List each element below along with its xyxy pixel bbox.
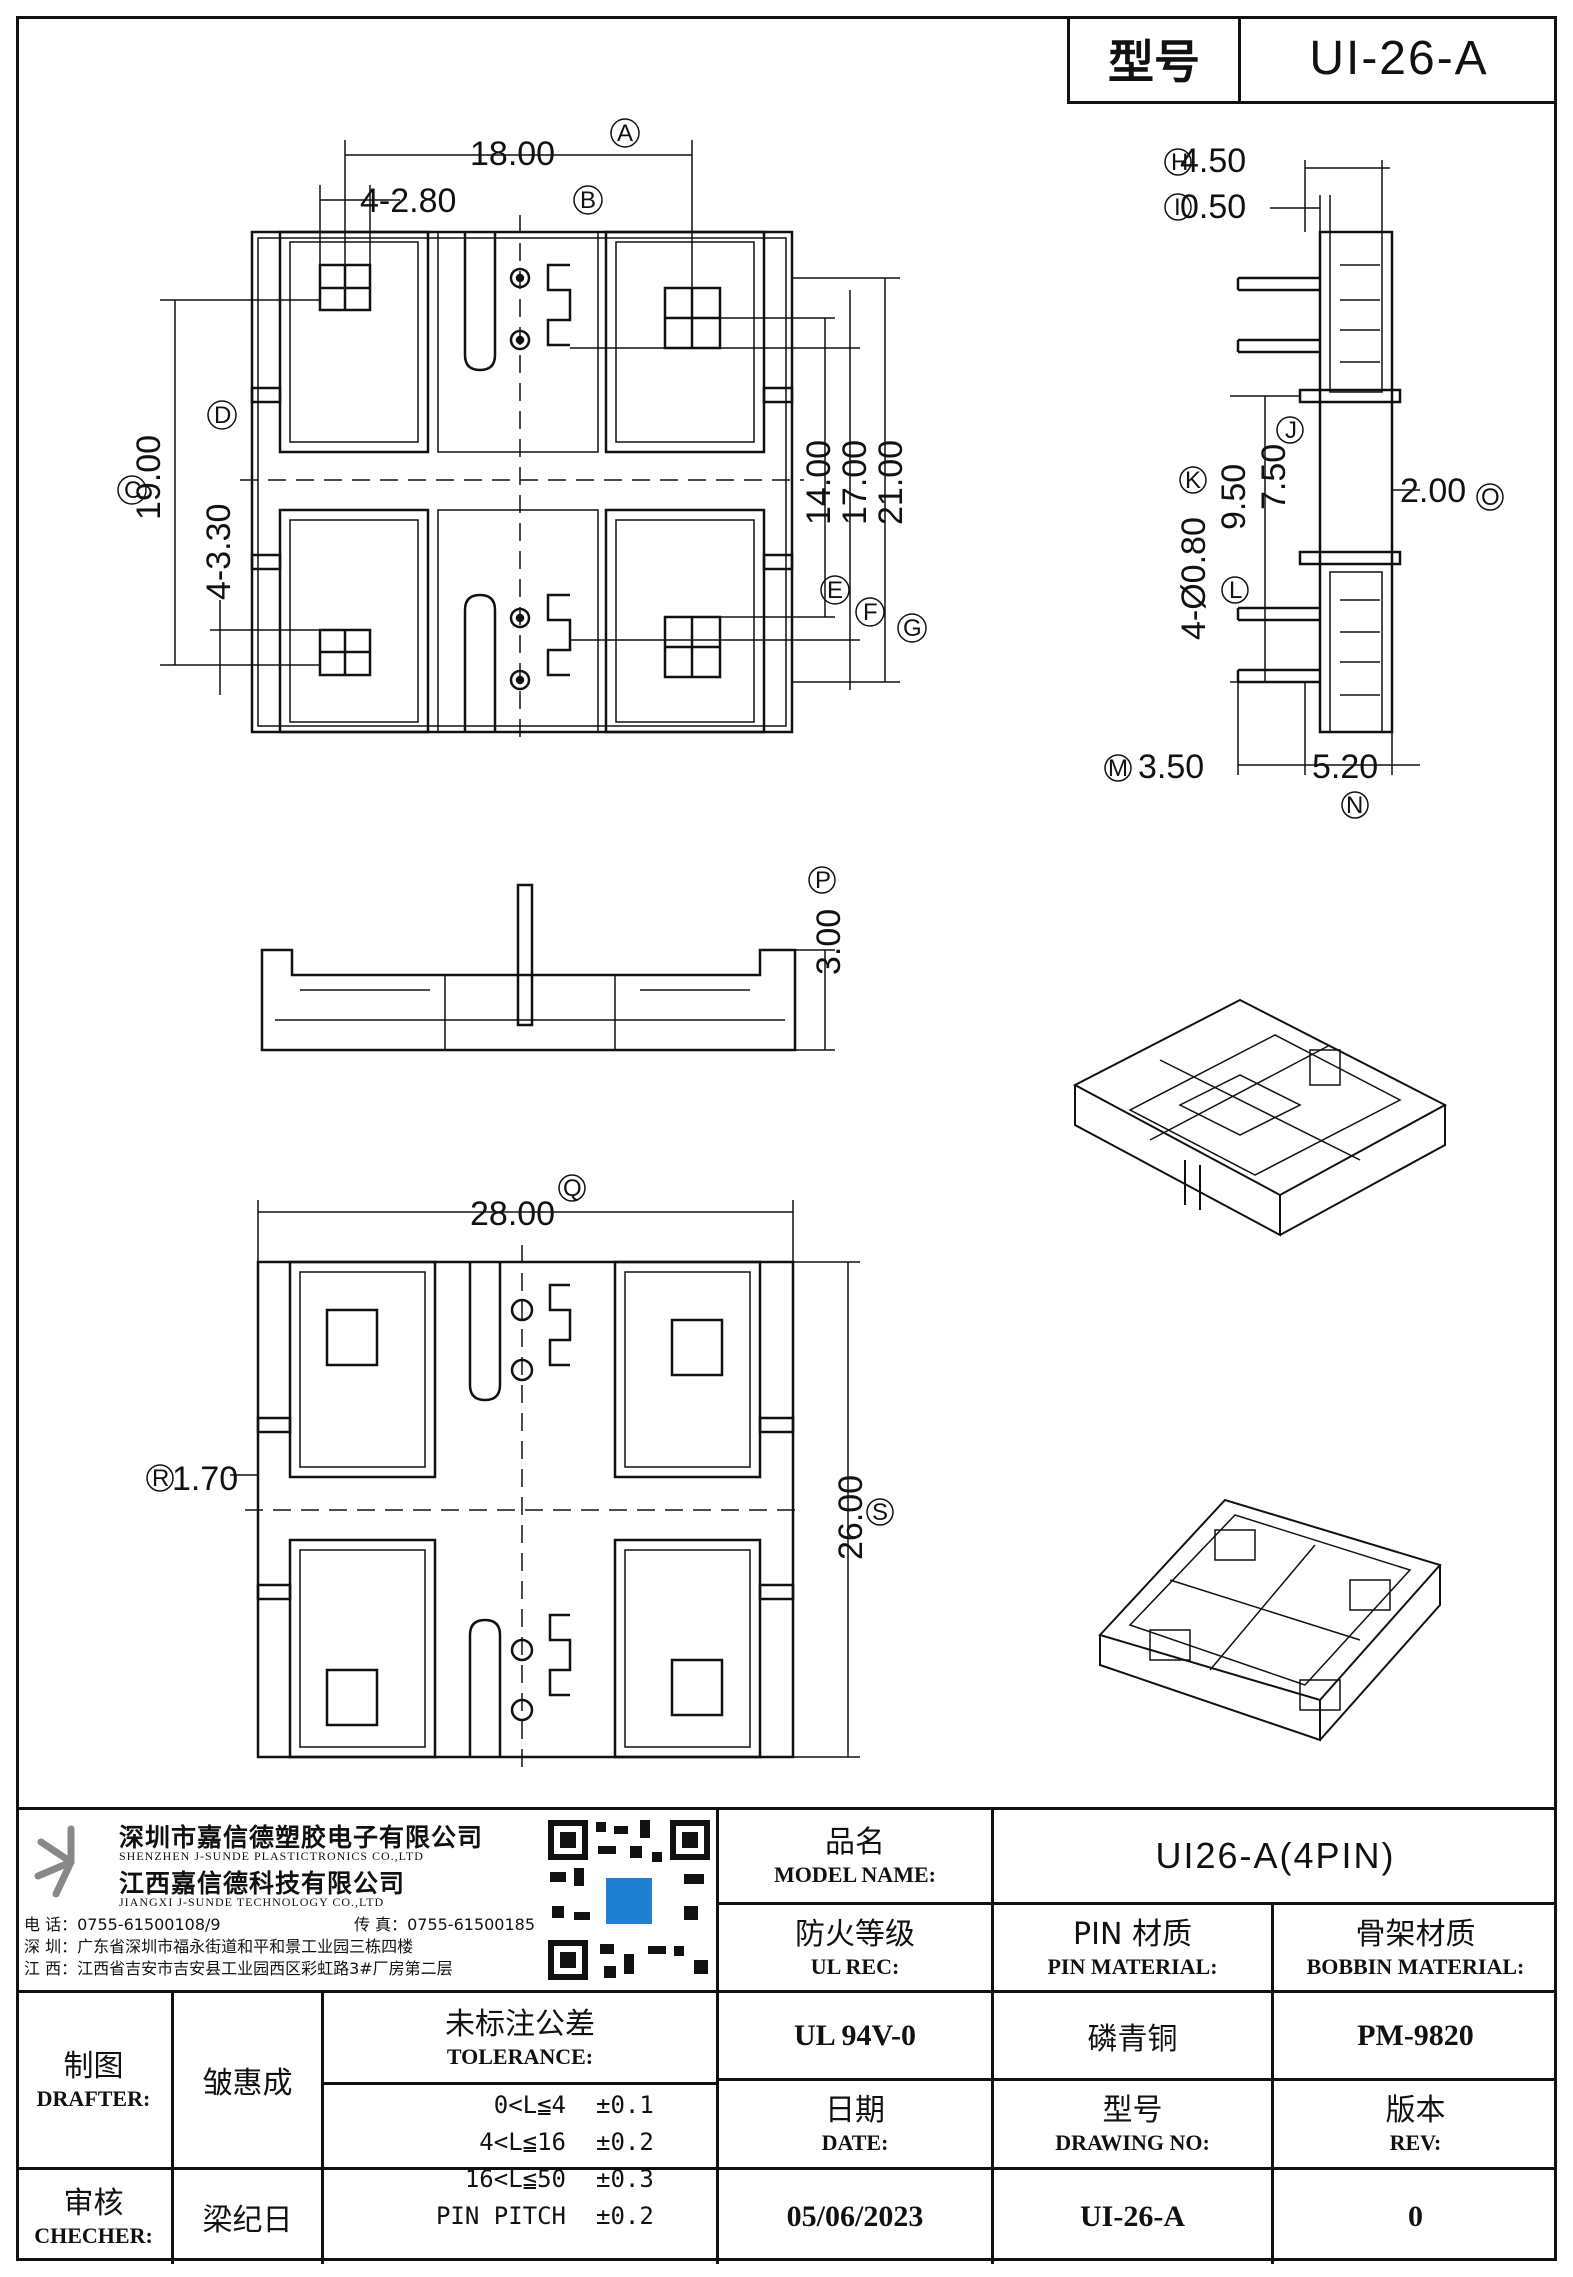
tag-k: K (1185, 467, 1201, 494)
company-info: 深圳市嘉信德塑胶电子有限公司 SHENZHEN J-SUNDE PLASTICT… (24, 1816, 714, 1986)
dim-pin-dia: 4-Ø0.80 (1175, 517, 1213, 640)
dim-3-00: 3.00 (810, 909, 848, 975)
tag-r: R (152, 1465, 169, 1492)
company-name-cn-2: 江西嘉信德科技有限公司 (119, 1869, 406, 1898)
top-view: 18.00 4-2.80 19.00 4-3.30 14.00 17.00 21… (117, 118, 927, 745)
bobbin-material-value: PM-9820 (1357, 2018, 1474, 2052)
technical-drawing: 18.00 4-2.80 19.00 4-3.30 14.00 17.00 21… (117, 118, 1504, 1775)
dim-7-50: 7.50 (1255, 444, 1293, 510)
tag-n: N (1346, 792, 1363, 819)
dim-4-3-30: 4-3.30 (200, 504, 238, 600)
tag-j: J (1285, 417, 1297, 444)
dim-26: 26.00 (832, 1475, 870, 1560)
rev-label: 版本 REV: (1385, 2093, 1446, 2155)
drafter-label: 制图 DRAFTER: (36, 2049, 151, 2111)
dim-18: 18.00 (470, 135, 555, 173)
header-model: UI-26-A (1309, 32, 1489, 85)
dim-17: 17.00 (836, 440, 874, 525)
tolerance-row: 4<L≦16 ±0.2 (479, 2128, 654, 2156)
tag-m: M (1108, 755, 1128, 782)
tag-s: S (872, 1499, 888, 1526)
rev-value: 0 (1408, 2200, 1423, 2233)
tolerance-row: 0<L≦4 ±0.1 (493, 2091, 654, 2119)
tag-l: L (1229, 577, 1242, 604)
pin-material-value: 磷青铜 (1087, 2021, 1178, 2057)
header-label: 型号 (1070, 16, 1241, 101)
company-name-en-2: JIANGXI J-SUNDE TECHNOLOGY CO.,LTD (119, 1895, 385, 1909)
tolerance-row: PIN PITCH ±0.2 (435, 2202, 654, 2230)
dim-1-70: 1.70 (172, 1460, 238, 1498)
pin-material-label: PIN 材质 PIN MATERIAL: (1047, 1916, 1218, 1979)
dim-21: 21.00 (872, 440, 910, 525)
dim-14: 14.00 (800, 440, 838, 525)
model-name-value: UI26-A(4PIN) (1155, 1835, 1396, 1876)
front-view: 3.00 P (260, 866, 848, 1052)
tag-e: E (827, 577, 843, 604)
company-name-en-1: SHENZHEN J-SUNDE PLASTICTRONICS CO.,LTD (119, 1849, 424, 1863)
dim-5-20: 5.20 (1312, 748, 1378, 786)
company-address-jiangxi: 江 西：江西省吉安市吉安县工业园西区彩虹路3#厂房第二层 (24, 1959, 453, 1978)
company-logo (34, 1825, 75, 1898)
date-value: 05/06/2023 (786, 2200, 924, 2233)
tag-a: A (617, 120, 633, 147)
dim-9-50: 9.50 (1215, 464, 1253, 530)
company-name-cn-1: 深圳市嘉信德塑胶电子有限公司 (119, 1823, 484, 1852)
qr-code (544, 1816, 714, 1984)
dim-2-00: 2.00 (1400, 472, 1466, 510)
drafter-value: 皱惠成 (202, 2066, 293, 2101)
tolerance-table: 0<L≦4 ±0.1 4<L≦16 ±0.2 16<L≦50 ±0.3 PIN … (376, 2087, 706, 2235)
tag-g: G (903, 615, 922, 642)
checker-label: 审核 CHECHER: (34, 2186, 153, 2248)
title-block: 深圳市嘉信德塑胶电子有限公司 SHENZHEN J-SUNDE PLASTICT… (16, 1807, 1557, 2264)
tag-f: F (863, 599, 878, 626)
tag-q: Q (563, 1175, 582, 1202)
tag-i: I (1174, 194, 1181, 221)
company-fax: 传 真：0755-61500185 (354, 1915, 536, 1934)
tag-o: O (1481, 484, 1500, 511)
date-label: 日期 DATE: (821, 2093, 889, 2155)
drawing-frame (16, 16, 1557, 2261)
dim-28: 28.00 (470, 1195, 555, 1233)
ul-rec-label: 防火等级 UL REC: (795, 1916, 915, 1979)
tag-b: B (580, 187, 596, 214)
tolerance-row: 16<L≦50 ±0.3 (464, 2165, 654, 2193)
dim-4-50: 4.50 (1180, 142, 1246, 180)
dim-3-50: 3.50 (1138, 748, 1204, 786)
company-phone: 电 话：0755-61500108/9 (24, 1915, 221, 1934)
checker-value: 梁纪日 (202, 2203, 293, 2238)
dim-4-2-80: 4-2.80 (360, 182, 456, 220)
bobbin-material-label: 骨架材质 BOBBIN MATERIAL: (1306, 1916, 1525, 1979)
isometric-view-1 (1072, 998, 1448, 1237)
drawing-no-value: UI-26-A (1080, 2200, 1185, 2233)
isometric-view-2 (1098, 1498, 1442, 1742)
header-title-box: 型号 UI-26-A (1067, 16, 1557, 104)
tag-d: D (214, 402, 231, 429)
tag-p: P (815, 867, 831, 894)
bottom-view: 28.00 1.70 26.00 Q R S (146, 1174, 894, 1775)
tolerance-label: 未标注公差 TOLERANCE: (445, 2006, 595, 2069)
company-address-shenzhen: 深 圳：广东省深圳市福永街道和平和景工业园三栋四楼 (24, 1937, 414, 1956)
drawing-no-label: 型号 DRAWING NO: (1055, 2093, 1210, 2155)
dim-0-50: 0.50 (1180, 188, 1246, 226)
tag-c: C (124, 477, 141, 504)
side-view: 4.50 0.50 9.50 7.50 4-Ø0.80 2.00 3.50 5.… (1104, 142, 1504, 819)
dim-19: 19.00 (130, 435, 168, 520)
tag-h: H (1171, 149, 1188, 176)
model-name-label: 品名 MODEL NAME: (774, 1825, 936, 1887)
ul-rec-value: UL 94V-0 (794, 2018, 916, 2052)
